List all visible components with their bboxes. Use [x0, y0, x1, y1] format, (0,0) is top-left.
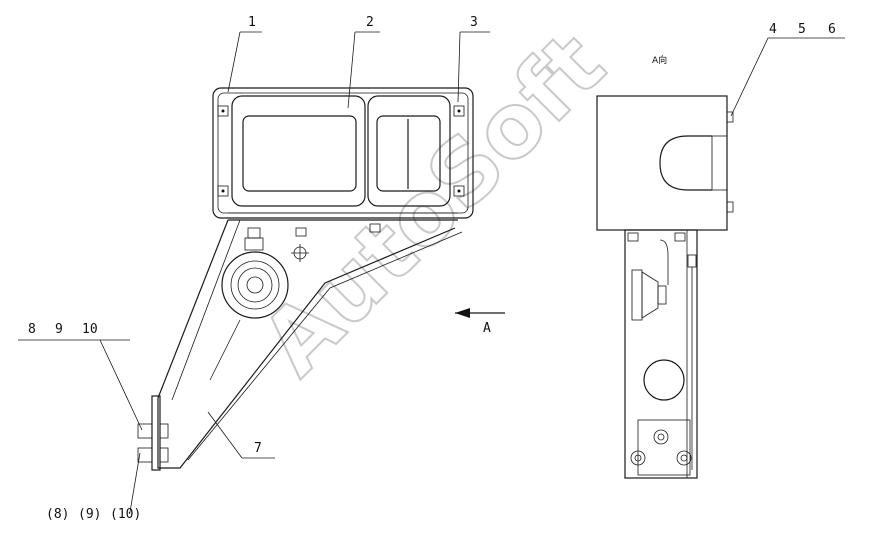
callout-leaders-left — [18, 31, 490, 513]
callout-3: 3 — [470, 15, 478, 30]
view-arrow-a: A — [455, 308, 505, 336]
callout-6: 6 — [828, 22, 836, 37]
callout-4: 4 — [769, 22, 777, 37]
mounting-bracket — [157, 219, 463, 469]
callout-8: 8 — [28, 322, 36, 337]
callout-7: 7 — [254, 441, 262, 456]
lamp-lens-left — [231, 95, 366, 207]
callout-1: 1 — [248, 15, 256, 30]
view-label: A向 — [652, 54, 667, 66]
lamp-housing — [212, 87, 474, 221]
watermark: AutoSoft — [242, 13, 624, 395]
callout-8-paren: (8) — [46, 507, 69, 522]
mounting-bolts — [244, 223, 381, 262]
callout-leaders-right — [730, 37, 845, 117]
lamp-lens-right — [367, 95, 451, 207]
arrow-label: A — [483, 321, 491, 336]
horn-disc — [221, 251, 289, 319]
callout-5: 5 — [798, 22, 806, 37]
side-view-bracket — [624, 229, 698, 479]
callout-10-paren: (10) — [110, 507, 141, 522]
callout-9-paren: (9) — [78, 507, 101, 522]
base-plate — [137, 395, 169, 471]
callout-10: 10 — [82, 322, 98, 337]
side-view-housing — [596, 95, 734, 231]
callout-2: 2 — [366, 15, 374, 30]
callout-9: 9 — [55, 322, 63, 337]
